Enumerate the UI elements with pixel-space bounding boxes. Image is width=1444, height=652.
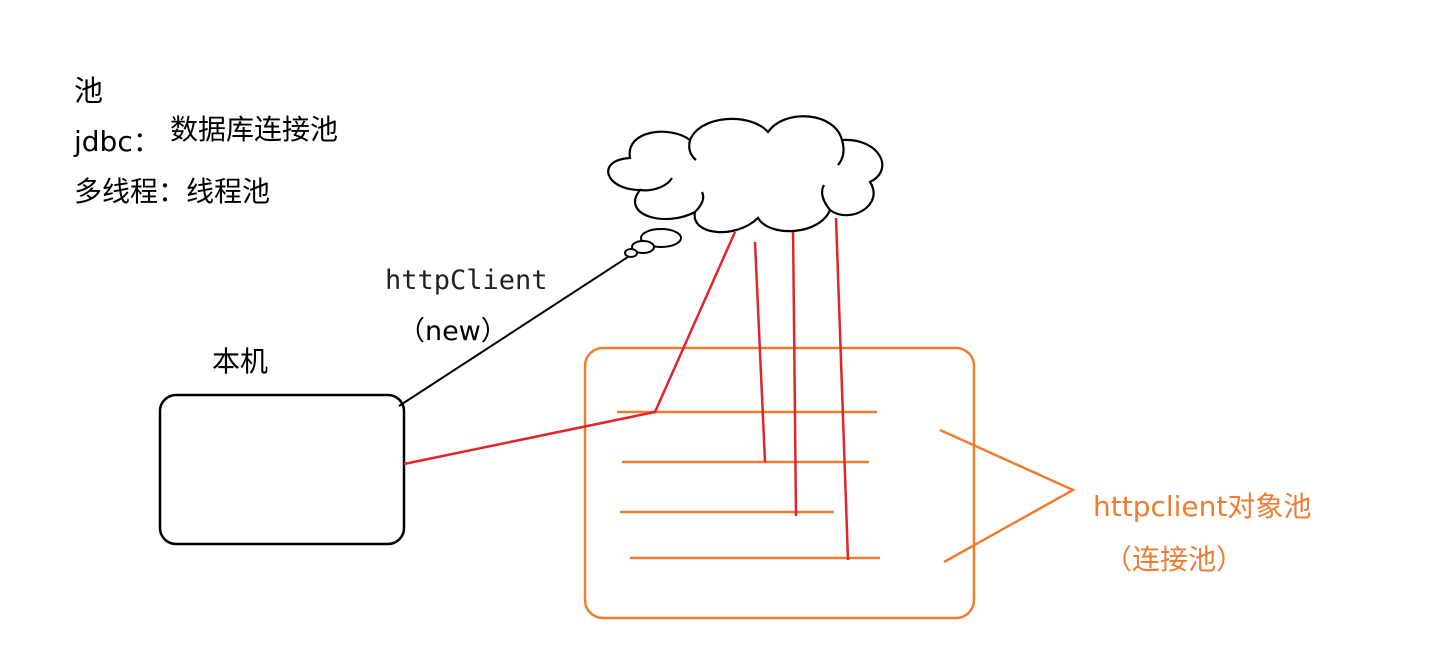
note-thread-pool: 多线程：线程池 (74, 175, 271, 208)
pool-sublabel: （连接池） (1104, 543, 1245, 576)
note-jdbc-value: 数据库连接池 (170, 113, 339, 146)
httpclient-label: httpClient (385, 265, 548, 296)
httpclient-new-connection (398, 252, 635, 407)
note-pool-title: 池 (74, 74, 104, 108)
local-to-cloud-connection (403, 231, 737, 466)
cloud-bubble (631, 240, 655, 254)
pool-label: httpclient对象池 (1093, 490, 1312, 523)
cloud-bubble (624, 248, 638, 258)
internet-cloud (607, 115, 884, 234)
pool-bracket (939, 428, 1076, 564)
pool-to-cloud-connection (791, 225, 798, 517)
local-machine-label: 本机 (212, 345, 269, 378)
pool-to-cloud-connection (753, 241, 767, 463)
pool-to-cloud-connection (834, 217, 850, 561)
httpclient-new-label: （new） (398, 316, 508, 347)
pool-box (583, 346, 976, 620)
note-jdbc-label: jdbc： (74, 125, 161, 158)
local-machine-box (158, 393, 406, 546)
